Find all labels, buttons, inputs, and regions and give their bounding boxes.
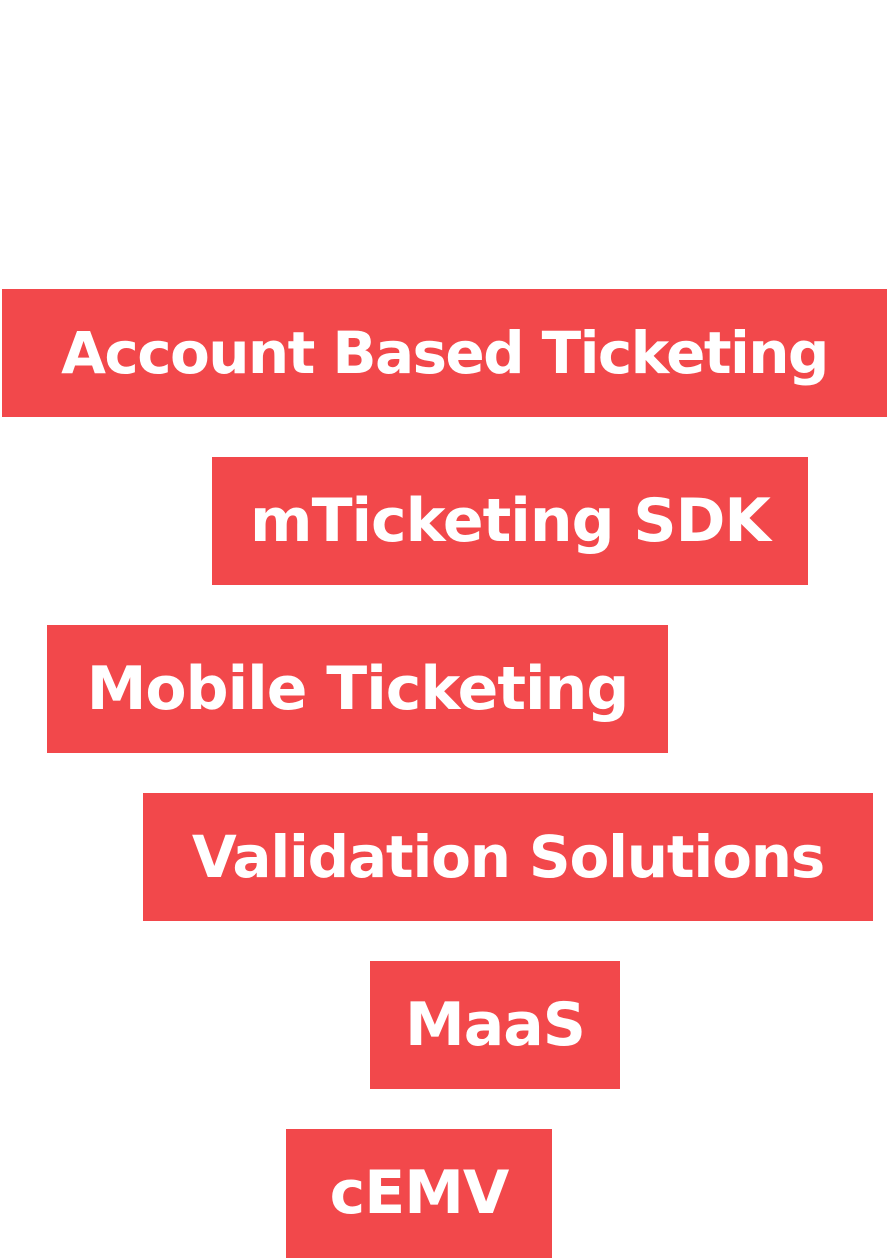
tag-validation-solutions[interactable]: Validation Solutions [143, 793, 873, 921]
tag-mobile-ticketing[interactable]: Mobile Ticketing [47, 625, 668, 753]
tag-maas[interactable]: MaaS [370, 961, 620, 1089]
tag-mticketing-sdk[interactable]: mTicketing SDK [212, 457, 808, 585]
tag-cemv[interactable]: cEMV [286, 1129, 552, 1258]
tag-account-based-ticketing[interactable]: Account Based Ticketing [2, 289, 887, 417]
